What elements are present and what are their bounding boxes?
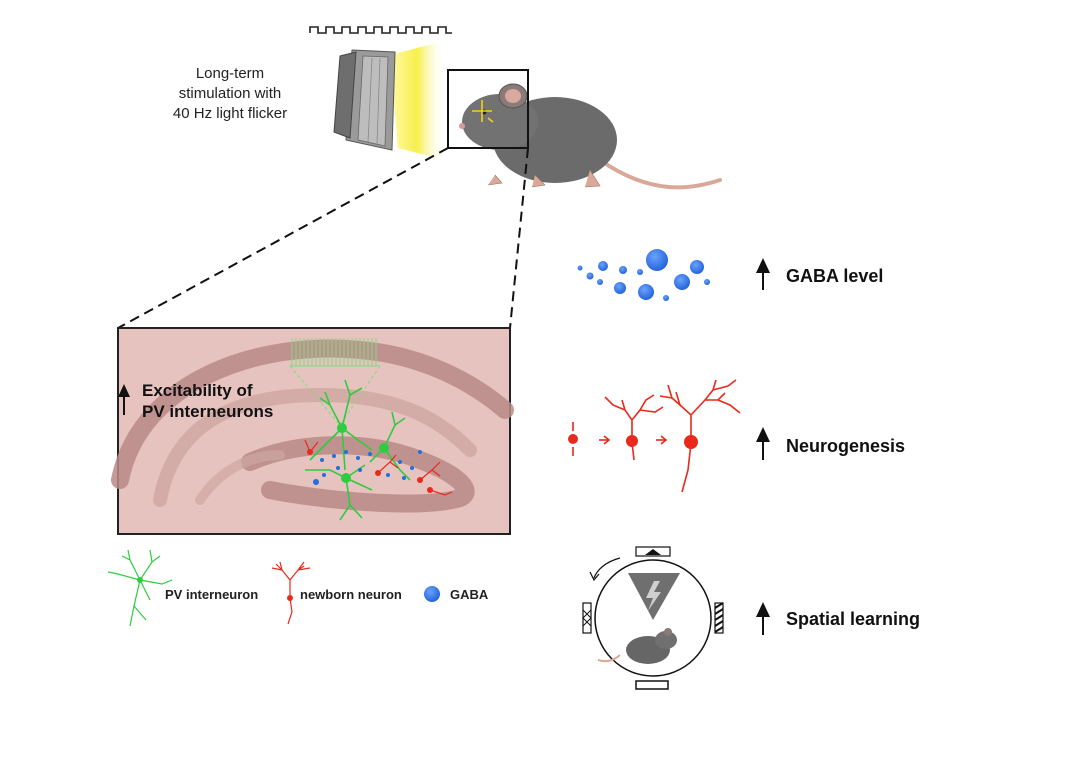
newborn-stage-1: [568, 434, 578, 444]
outcome-neurogenesis-label: Neurogenesis: [786, 436, 906, 456]
spatial-arena: [582, 546, 724, 690]
newborn-neurons-inset: [304, 439, 453, 496]
up-arrow-icon: [756, 602, 770, 635]
pv-soma: [337, 423, 347, 433]
legend-gaba-icon: [424, 586, 440, 602]
up-arrow-icon: [118, 384, 130, 415]
pv-soma: [379, 443, 389, 453]
newborn-stage-3: [684, 435, 698, 449]
stimulation-line-1: Long-term: [195, 65, 265, 82]
flicker-waveform: [309, 26, 452, 34]
excitability-line-2: PV interneurons: [142, 402, 274, 421]
newborn-stage-2: [626, 435, 638, 447]
legend-gaba-label: GABA: [450, 587, 489, 602]
legend-pv-icon: [107, 549, 173, 627]
outcome-spatial-label: Spatial learning: [786, 609, 921, 629]
stimulation-line-3: 40 Hz light flicker: [172, 105, 288, 122]
up-arrow-icon: [756, 258, 770, 290]
legend-newborn-label: newborn neuron: [300, 587, 402, 602]
zoom-line-right: [509, 147, 529, 329]
zoom-line-left: [117, 147, 449, 329]
pv-soma: [341, 473, 351, 483]
gaba-cluster: [577, 249, 710, 301]
stimulation-label: Long-term stimulation with 40 Hz light f…: [150, 64, 310, 124]
pv-neurons-inset: [305, 379, 411, 521]
gaba-dots-inset: [313, 450, 422, 485]
mouse-illustration: [459, 83, 722, 190]
zoom-box: [447, 69, 529, 149]
excitability-label: Excitability of PV interneurons: [142, 380, 302, 422]
light-device: [333, 42, 445, 160]
pv-spike-train: [289, 338, 381, 426]
legend-pv-label: PV interneuron: [165, 587, 259, 602]
legend-newborn-icon: [271, 561, 311, 625]
neurogenesis-sequence: [572, 379, 741, 493]
hippocampus-inset: [111, 327, 514, 535]
up-arrow-icon: [756, 427, 770, 460]
stimulation-line-2: stimulation with: [178, 85, 282, 102]
outcome-gaba-label: GABA level: [786, 266, 884, 286]
excitability-line-1: Excitability of: [142, 381, 253, 400]
